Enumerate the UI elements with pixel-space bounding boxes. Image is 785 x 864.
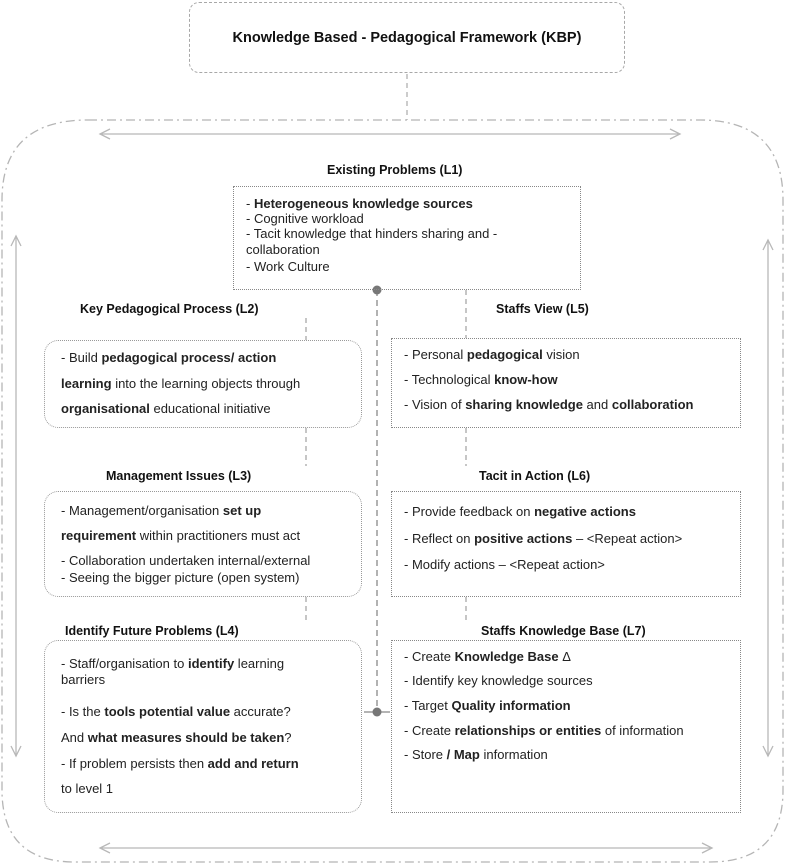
l3-line-4: - Seeing the bigger picture (open system… bbox=[61, 570, 300, 585]
title-box: Knowledge Based - Pedagogical Framework … bbox=[189, 2, 625, 73]
l7-line-2: - Identify key knowledge sources bbox=[404, 673, 593, 688]
l3-line-2: requirement within practitioners must ac… bbox=[61, 528, 301, 543]
l3-heading: Management Issues (L3) bbox=[106, 469, 252, 483]
bottom-double-arrow bbox=[98, 842, 714, 854]
framework-title: Knowledge Based - Pedagogical Framework … bbox=[232, 29, 582, 46]
l7-line-4: - Create relationships or entities of in… bbox=[404, 723, 684, 738]
loop-bottom-node bbox=[372, 707, 382, 717]
l4-line-5: - If problem persists then add and retur… bbox=[61, 756, 299, 771]
l6-box: - Provide feedback on negative actions - … bbox=[391, 491, 741, 597]
l2-box: - Build pedagogical process/ action learn… bbox=[44, 340, 362, 428]
l4-heading: Identify Future Problems (L4) bbox=[65, 624, 239, 638]
l1-line-5: - Work Culture bbox=[246, 259, 330, 274]
l4-line-6: to level 1 bbox=[61, 781, 114, 796]
top-double-arrow bbox=[98, 128, 682, 140]
l7-line-3: - Target Quality information bbox=[404, 698, 571, 713]
l4-line-4: And what measures should be taken? bbox=[61, 730, 292, 745]
l6-line-3: - Modify actions – <Repeat action> bbox=[404, 557, 605, 572]
l2-heading: Key Pedagogical Process (L2) bbox=[80, 302, 259, 316]
l1-heading: Existing Problems (L1) bbox=[327, 163, 463, 177]
l6-line-2: - Reflect on positive actions – <Repeat … bbox=[404, 531, 683, 546]
l7-line-1: - Create Knowledge Base Δ bbox=[404, 649, 571, 664]
l1-line-1: - Heterogeneous knowledge sources bbox=[246, 196, 473, 211]
right-double-arrow bbox=[762, 238, 774, 758]
l2-line-2: learning into the learning objects throu… bbox=[61, 376, 301, 391]
l2-line-3: organisational educational initiative bbox=[61, 401, 271, 416]
l5-heading: Staffs View (L5) bbox=[496, 302, 589, 316]
l5-line-2: - Technological know-how bbox=[404, 372, 558, 387]
l1-box: - Heterogeneous knowledge sources- Cogni… bbox=[233, 186, 581, 290]
l1-line-2: - Cognitive workload bbox=[246, 211, 364, 226]
loop-top-node bbox=[372, 285, 382, 295]
l4-line-3: - Is the tools potential value accurate? bbox=[61, 704, 291, 719]
l6-heading: Tacit in Action (L6) bbox=[479, 469, 591, 483]
left-double-arrow bbox=[10, 234, 22, 758]
l7-heading: Staffs Knowledge Base (L7) bbox=[481, 624, 646, 638]
outer-frame bbox=[1, 119, 784, 863]
l2-line-1: - Build pedagogical process/ action bbox=[61, 350, 277, 365]
l3-box: - Management/organisation set up requirem… bbox=[44, 491, 362, 597]
l5-line-1: - Personal pedagogical vision bbox=[404, 347, 580, 362]
l1-line-4: collaboration bbox=[246, 242, 320, 257]
l4-box: - Staff/organisation to identify learnin… bbox=[44, 640, 362, 813]
l4-line-2: barriers bbox=[61, 672, 106, 687]
l5-box: - Personal pedagogical vision - Technolo… bbox=[391, 338, 741, 428]
l3-line-1: - Management/organisation set up bbox=[61, 503, 262, 518]
l7-box: - Create Knowledge Base Δ - Identify key … bbox=[391, 640, 741, 813]
l4-line-1: - Staff/organisation to identify learnin… bbox=[61, 656, 285, 671]
l5-line-3: - Vision of sharing knowledge and collab… bbox=[404, 397, 694, 412]
l3-line-3: - Collaboration undertaken internal/exte… bbox=[61, 553, 311, 568]
feedback-loop-connector bbox=[364, 290, 390, 713]
l7-line-5: - Store / Map information bbox=[404, 747, 548, 762]
l1-line-3: - Tacit knowledge that hinders sharing a… bbox=[246, 226, 498, 241]
l6-line-1: - Provide feedback on negative actions bbox=[404, 504, 636, 519]
